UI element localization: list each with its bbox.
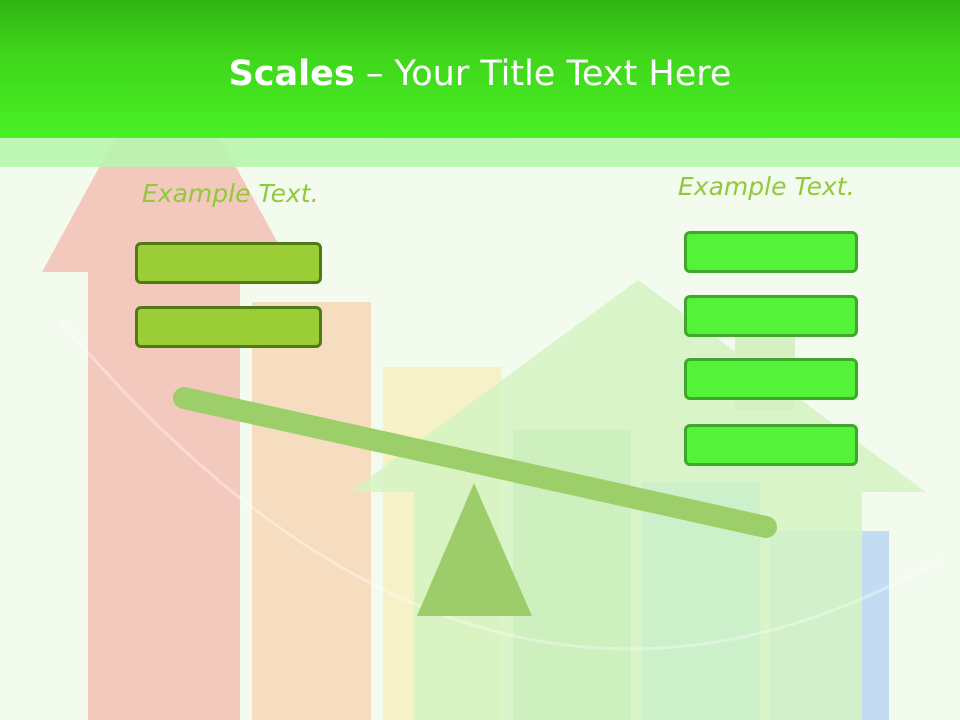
title-rest: – Your Title Text Here [354, 54, 732, 94]
right-box-2[interactable] [684, 295, 858, 337]
scale-beam [173, 387, 777, 538]
right-box-3[interactable] [684, 358, 858, 400]
chart-bar [252, 302, 371, 720]
right-box-4[interactable] [684, 424, 858, 466]
left-box-1[interactable] [135, 242, 322, 284]
right-box-1[interactable] [684, 231, 858, 273]
scale-fulcrum [417, 483, 532, 616]
title-bar [0, 0, 960, 138]
slide-title[interactable]: Scales – Your Title Text Here [0, 52, 960, 96]
right-example-text[interactable]: Example Text. [678, 172, 855, 201]
title-bar-band [0, 138, 960, 167]
left-box-2[interactable] [135, 306, 322, 348]
left-example-text[interactable]: Example Text. [142, 179, 319, 208]
title-bold: Scales [228, 54, 355, 94]
